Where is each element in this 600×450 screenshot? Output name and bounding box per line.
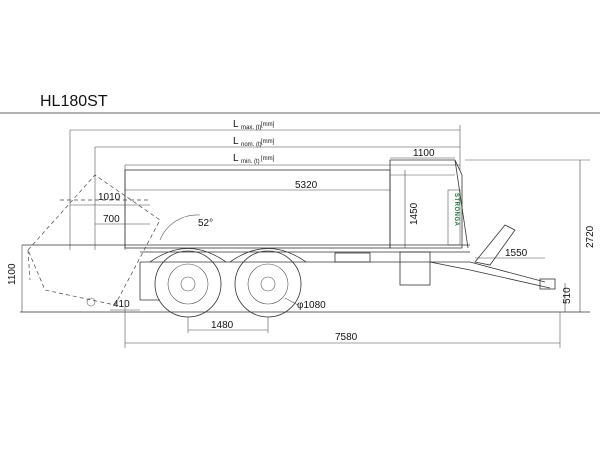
dim-7580: 7580 bbox=[335, 332, 358, 343]
dim-2720: 2720 bbox=[585, 225, 596, 248]
chassis: HookLoada bbox=[22, 224, 556, 301]
hookloada-logo: HookLoada bbox=[337, 256, 361, 261]
dim-1010: 1010 bbox=[98, 192, 121, 203]
l-min-sub: min. (t) bbox=[241, 159, 260, 165]
drawing-title: HL180ST bbox=[40, 93, 108, 110]
l-max-main: L bbox=[233, 119, 239, 130]
l-max-sub: max. (t) bbox=[241, 125, 261, 131]
dim-1100-top: 1100 bbox=[413, 148, 435, 159]
rear-mudguard bbox=[229, 248, 307, 263]
l-min-main: L bbox=[233, 153, 239, 164]
length-dimensions: L max. (t) [mm] L nom. (t) [mm] L min. (… bbox=[69, 119, 461, 250]
dim-510: 510 bbox=[562, 287, 573, 304]
dim-700: 700 bbox=[103, 214, 120, 225]
tipped-container-outline bbox=[27, 174, 161, 307]
dim-angle: 52° bbox=[198, 218, 213, 229]
wheel-front bbox=[154, 250, 222, 318]
l-max-unit: [mm] bbox=[261, 122, 275, 128]
angle-arc bbox=[159, 214, 201, 241]
dim-410: 410 bbox=[113, 299, 130, 310]
dim-1550: 1550 bbox=[505, 248, 528, 259]
dim-5320: 5320 bbox=[295, 180, 318, 191]
dim-1450: 1450 bbox=[409, 202, 420, 225]
dim-1480: 1480 bbox=[211, 320, 234, 331]
l-nom-sub: nom. (t) bbox=[241, 142, 262, 148]
l-nom-unit: [mm] bbox=[261, 139, 275, 145]
dim-1100-left: 1100 bbox=[7, 263, 18, 285]
wheel-rear bbox=[234, 250, 302, 318]
l-min-unit: [mm] bbox=[261, 156, 275, 162]
l-nom-main: L bbox=[233, 136, 239, 147]
dim-1080: φ1080 bbox=[297, 300, 326, 311]
brand-text: STRONGA bbox=[453, 193, 459, 227]
front-mudguard bbox=[149, 248, 227, 263]
